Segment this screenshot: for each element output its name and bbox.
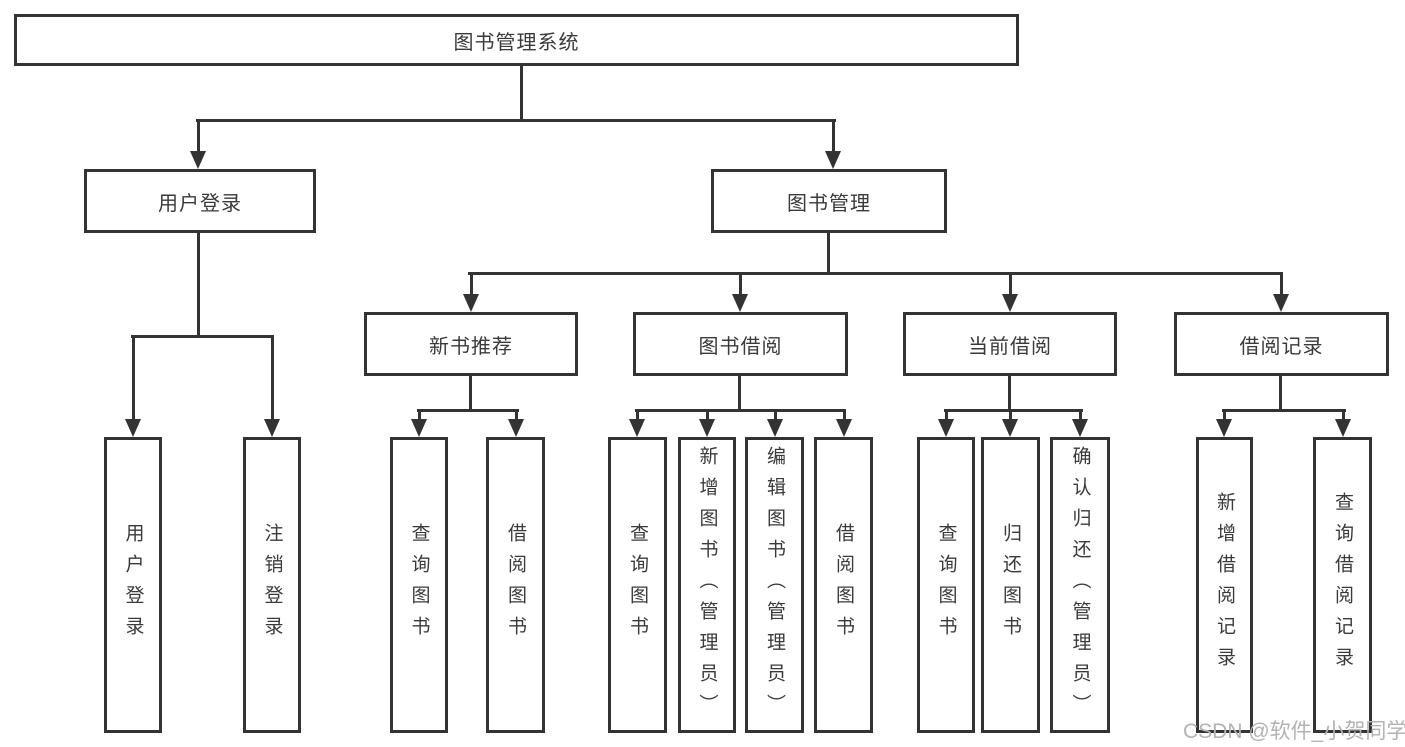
node-label: 新书推荐: [429, 335, 513, 358]
connector-stub: [1008, 376, 1011, 412]
arrow-down-icon: [732, 275, 748, 312]
connector-stub: [738, 376, 741, 412]
leaf-borrow-books-recommend: 借阅图书: [486, 437, 545, 733]
node-user-login: 用户登录: [84, 169, 316, 233]
arrow-down-icon: [836, 412, 852, 437]
node-label: 当前借阅: [968, 335, 1052, 358]
leaf-label: 归还图书: [1000, 523, 1021, 647]
leaf-query-books-current: 查询图书: [917, 437, 975, 733]
leaf-label: 查询图书: [935, 523, 957, 647]
watermark-csdn: CSDN @软件_小贺同学: [1183, 720, 1405, 743]
leaf-query-borrow-record: 查询借阅记录: [1313, 437, 1372, 733]
connector-stub: [1279, 376, 1282, 412]
arrow-down-icon: [264, 338, 280, 437]
node-borrowing-records: 借阅记录: [1174, 312, 1389, 376]
connector-split: [635, 409, 846, 412]
arrow-down-icon: [1273, 275, 1289, 312]
arrow-down-icon: [1216, 412, 1232, 437]
arrow-down-icon: [767, 412, 783, 437]
arrow-down-icon: [699, 412, 715, 437]
arrow-down-icon: [825, 122, 841, 169]
leaf-borrow-books-borrowing: 借阅图书: [814, 437, 873, 733]
leaf-query-books-borrowing: 查询图书: [608, 437, 667, 733]
arrow-down-icon: [938, 412, 954, 437]
node-book-borrowing: 图书借阅: [633, 312, 848, 376]
leaf-label: 用户登录: [122, 523, 144, 647]
leaf-label: 查询借阅记录: [1332, 492, 1353, 678]
leaf-label: 新增借阅记录: [1214, 492, 1235, 678]
node-label: 图书借阅: [698, 335, 783, 358]
connector-root-stub: [520, 66, 523, 122]
leaf-label: 查询图书: [627, 523, 648, 647]
connector-split: [944, 409, 1083, 412]
leaf-query-books-recommend: 查询图书: [390, 437, 448, 733]
arrow-down-icon: [411, 412, 427, 437]
arrow-down-icon: [1002, 275, 1018, 312]
arrow-down-icon: [190, 122, 206, 169]
leaf-label: 编辑图书（管理员）: [764, 445, 785, 725]
leaf-label: 借阅图书: [505, 523, 526, 647]
node-new-book-recommendation: 新书推荐: [364, 312, 578, 376]
arrow-down-icon: [463, 275, 479, 312]
node-label: 图书管理系统: [453, 31, 580, 54]
connector-split: [1222, 409, 1346, 412]
leaf-label: 借阅图书: [833, 523, 854, 647]
connector-login-split: [131, 335, 274, 338]
node-library-management-system: 图书管理系统: [14, 14, 1019, 66]
leaf-add-borrow-record: 新增借阅记录: [1196, 437, 1253, 733]
leaf-add-book-admin: 新增图书（管理员）: [678, 437, 736, 733]
leaf-logout: 注销登录: [243, 437, 301, 733]
connector-stub: [469, 376, 472, 412]
node-label: 借阅记录: [1239, 335, 1324, 358]
leaf-user-login: 用户登录: [104, 437, 162, 733]
arrow-down-icon: [1002, 412, 1018, 437]
arrow-down-icon: [125, 338, 141, 437]
connector-root-split: [196, 119, 836, 122]
leaf-label: 注销登录: [261, 523, 283, 647]
leaf-label: 查询图书: [408, 523, 430, 647]
leaf-edit-book-admin: 编辑图书（管理员）: [745, 437, 804, 733]
connector-mgmt-split: [468, 272, 1283, 275]
arrow-down-icon: [1335, 412, 1351, 437]
leaf-return-books: 归还图书: [981, 437, 1040, 733]
node-label: 图书管理: [787, 192, 871, 215]
connector-split: [417, 409, 519, 412]
leaf-confirm-return-admin: 确认归还（管理员）: [1050, 437, 1110, 733]
leaf-label: 确认归还（管理员）: [1069, 445, 1091, 725]
node-label: 用户登录: [158, 192, 242, 215]
arrow-down-icon: [629, 412, 645, 437]
connector-login-stub: [197, 233, 200, 338]
arrow-down-icon: [1072, 412, 1088, 437]
leaf-label: 新增图书（管理员）: [696, 445, 718, 725]
connector-mgmt-stub: [827, 233, 830, 275]
node-current-borrowing: 当前借阅: [903, 312, 1117, 376]
node-book-management: 图书管理: [711, 169, 947, 233]
arrow-down-icon: [508, 412, 524, 437]
